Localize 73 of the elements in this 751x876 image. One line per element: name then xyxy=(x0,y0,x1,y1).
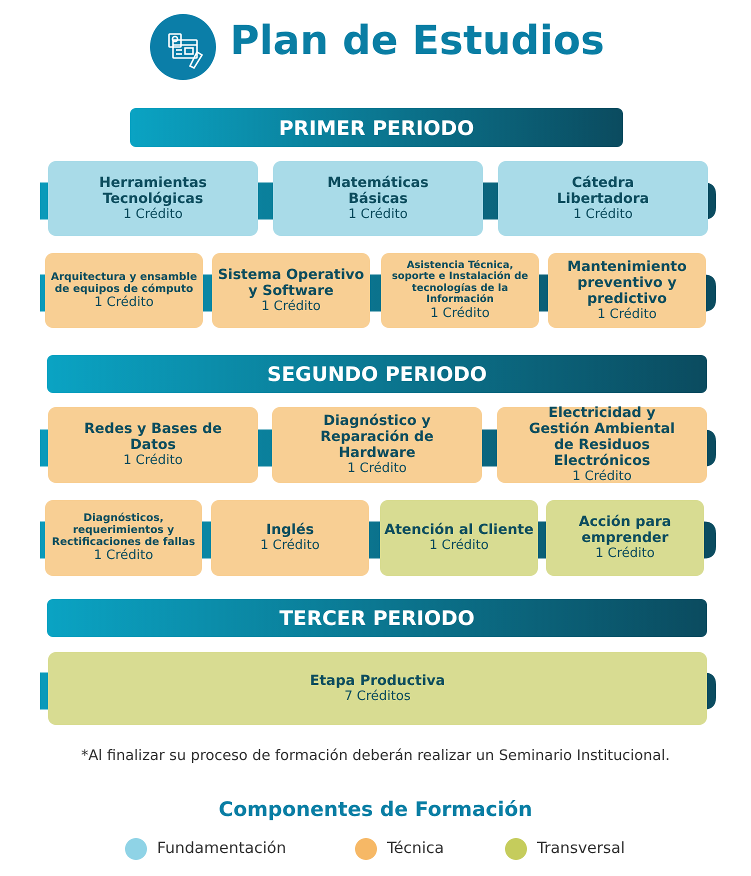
credit-count: 1 Crédito xyxy=(573,206,633,222)
connector-band xyxy=(704,430,716,466)
connector-band xyxy=(704,522,716,558)
course-title: Etapa Productiva xyxy=(310,672,446,689)
connector-band xyxy=(370,274,381,312)
course-box xyxy=(273,161,483,236)
course-box xyxy=(45,500,202,576)
connector-band xyxy=(40,430,48,466)
course-title: Cátedra Libertadora xyxy=(556,174,650,207)
course-box xyxy=(381,253,539,328)
course-title: Diagnósticos, requerimientos y Rectificaciones de fallas xyxy=(50,512,196,548)
course-title: Asistencia Técnica, soporte e Instalación de tecnologías de la Información xyxy=(390,260,530,306)
course-box xyxy=(380,500,538,576)
connector-band xyxy=(369,522,380,558)
legend-heading: Componentes de Formación xyxy=(218,797,534,821)
connector-band xyxy=(483,182,498,220)
connector-band xyxy=(202,522,211,558)
connector-band xyxy=(258,430,272,466)
connector-band xyxy=(704,274,716,312)
connector-band xyxy=(538,522,546,558)
credit-count: 1 Crédito xyxy=(595,546,655,562)
credit-count: 1 Crédito xyxy=(123,206,183,222)
credit-count: 1 Crédito xyxy=(597,306,657,322)
legend-label: Fundamentación xyxy=(157,839,286,857)
credit-count: 1 Crédito xyxy=(347,461,407,477)
course-title: Mantenimiento preventivo y predictivo xyxy=(566,258,688,307)
course-title: Redes y Bases de Datos xyxy=(83,421,223,454)
course-box xyxy=(548,253,706,328)
course-title: Matemáticas Básicas xyxy=(326,174,430,207)
course-box xyxy=(48,407,258,483)
period-banner: TERCER PERIODO xyxy=(47,599,707,637)
credit-count: 1 Crédito xyxy=(260,538,320,554)
connector-band xyxy=(704,672,716,710)
period-banner: SEGUNDO PERIODO xyxy=(47,355,707,393)
credit-count: 1 Crédito xyxy=(123,453,183,469)
course-title: Diagnóstico y Reparación de Hardware xyxy=(319,413,435,462)
credit-count: 1 Crédito xyxy=(572,469,632,485)
course-box xyxy=(498,161,708,236)
connector-band xyxy=(40,672,48,710)
course-box xyxy=(212,253,370,328)
connector-band xyxy=(40,274,45,312)
course-box xyxy=(45,253,203,328)
credit-count: 1 Crédito xyxy=(94,294,154,310)
legend-label: Técnica xyxy=(387,839,444,857)
period-banner: PRIMER PERIODO xyxy=(130,108,623,147)
connector-band xyxy=(203,274,212,312)
course-box xyxy=(211,500,369,576)
course-box xyxy=(48,652,707,725)
course-title: Acción para emprender xyxy=(578,514,672,546)
course-title: Inglés xyxy=(266,522,314,538)
connector-band xyxy=(482,430,497,466)
course-box xyxy=(497,407,707,483)
credit-count: 1 Crédito xyxy=(94,548,154,564)
connector-band xyxy=(40,522,45,558)
course-title: Arquitectura y ensamble de equipos de cómputo xyxy=(50,270,198,295)
credit-count: 1 Crédito xyxy=(429,538,489,554)
course-title: Herramientas Tecnológicas xyxy=(98,174,208,207)
footnote: *Al finalizar su proceso de formación deberán realizar un Seminario Institucional. xyxy=(80,748,671,764)
credit-count: 1 Crédito xyxy=(348,206,408,222)
course-title: Atención al Cliente xyxy=(384,522,534,538)
course-title: Electricidad y Gestión Ambiental de Residuos Electrónicos xyxy=(528,405,676,470)
connector-band xyxy=(539,274,548,312)
course-title: Sistema Operativo y Software xyxy=(216,266,366,299)
course-box xyxy=(48,161,258,236)
legend-label: Transversal xyxy=(537,839,625,857)
course-box xyxy=(272,407,482,483)
credit-count: 7 Créditos xyxy=(344,688,411,704)
credit-count: 1 Crédito xyxy=(261,298,321,314)
credit-count: 1 Crédito xyxy=(430,306,490,322)
connector-band xyxy=(258,182,273,220)
course-box xyxy=(546,500,704,576)
connector-band xyxy=(40,182,48,220)
page-title: Plan de Estudios xyxy=(230,18,604,64)
